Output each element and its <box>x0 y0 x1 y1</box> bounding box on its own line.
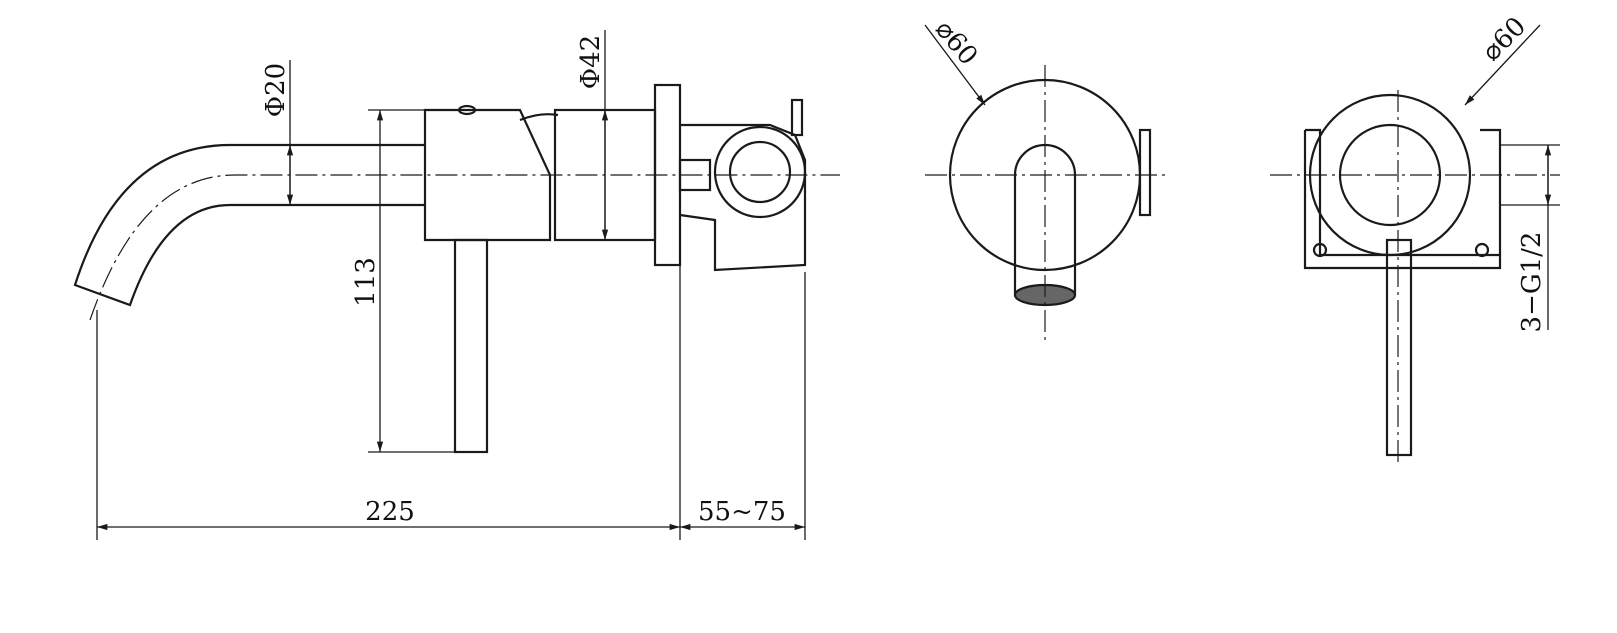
rear-view: 3−G1/2 ⌀60 <box>1270 12 1560 465</box>
front-view: ⌀60 <box>924 15 1165 340</box>
spout <box>73 143 425 307</box>
dim-rear-phi60: ⌀60 <box>1477 12 1533 68</box>
valve-body <box>679 123 807 272</box>
dim-front-phi60: ⌀60 <box>929 15 983 72</box>
dim-phi42: Φ42 <box>576 35 606 89</box>
dim-113: 113 <box>351 257 381 307</box>
dim-thread: 3−G1/2 <box>1517 232 1547 333</box>
dim-225: 225 <box>365 497 415 527</box>
handle-lever <box>453 238 489 454</box>
handle-rear <box>1385 238 1413 457</box>
dim-phi20: Φ20 <box>261 63 291 117</box>
lever-body <box>423 108 552 242</box>
side-view: 225 55~75 113 Φ20 Φ42 <box>73 30 840 540</box>
mount-bracket <box>1303 128 1502 270</box>
dim-55-75: 55~75 <box>698 497 786 527</box>
